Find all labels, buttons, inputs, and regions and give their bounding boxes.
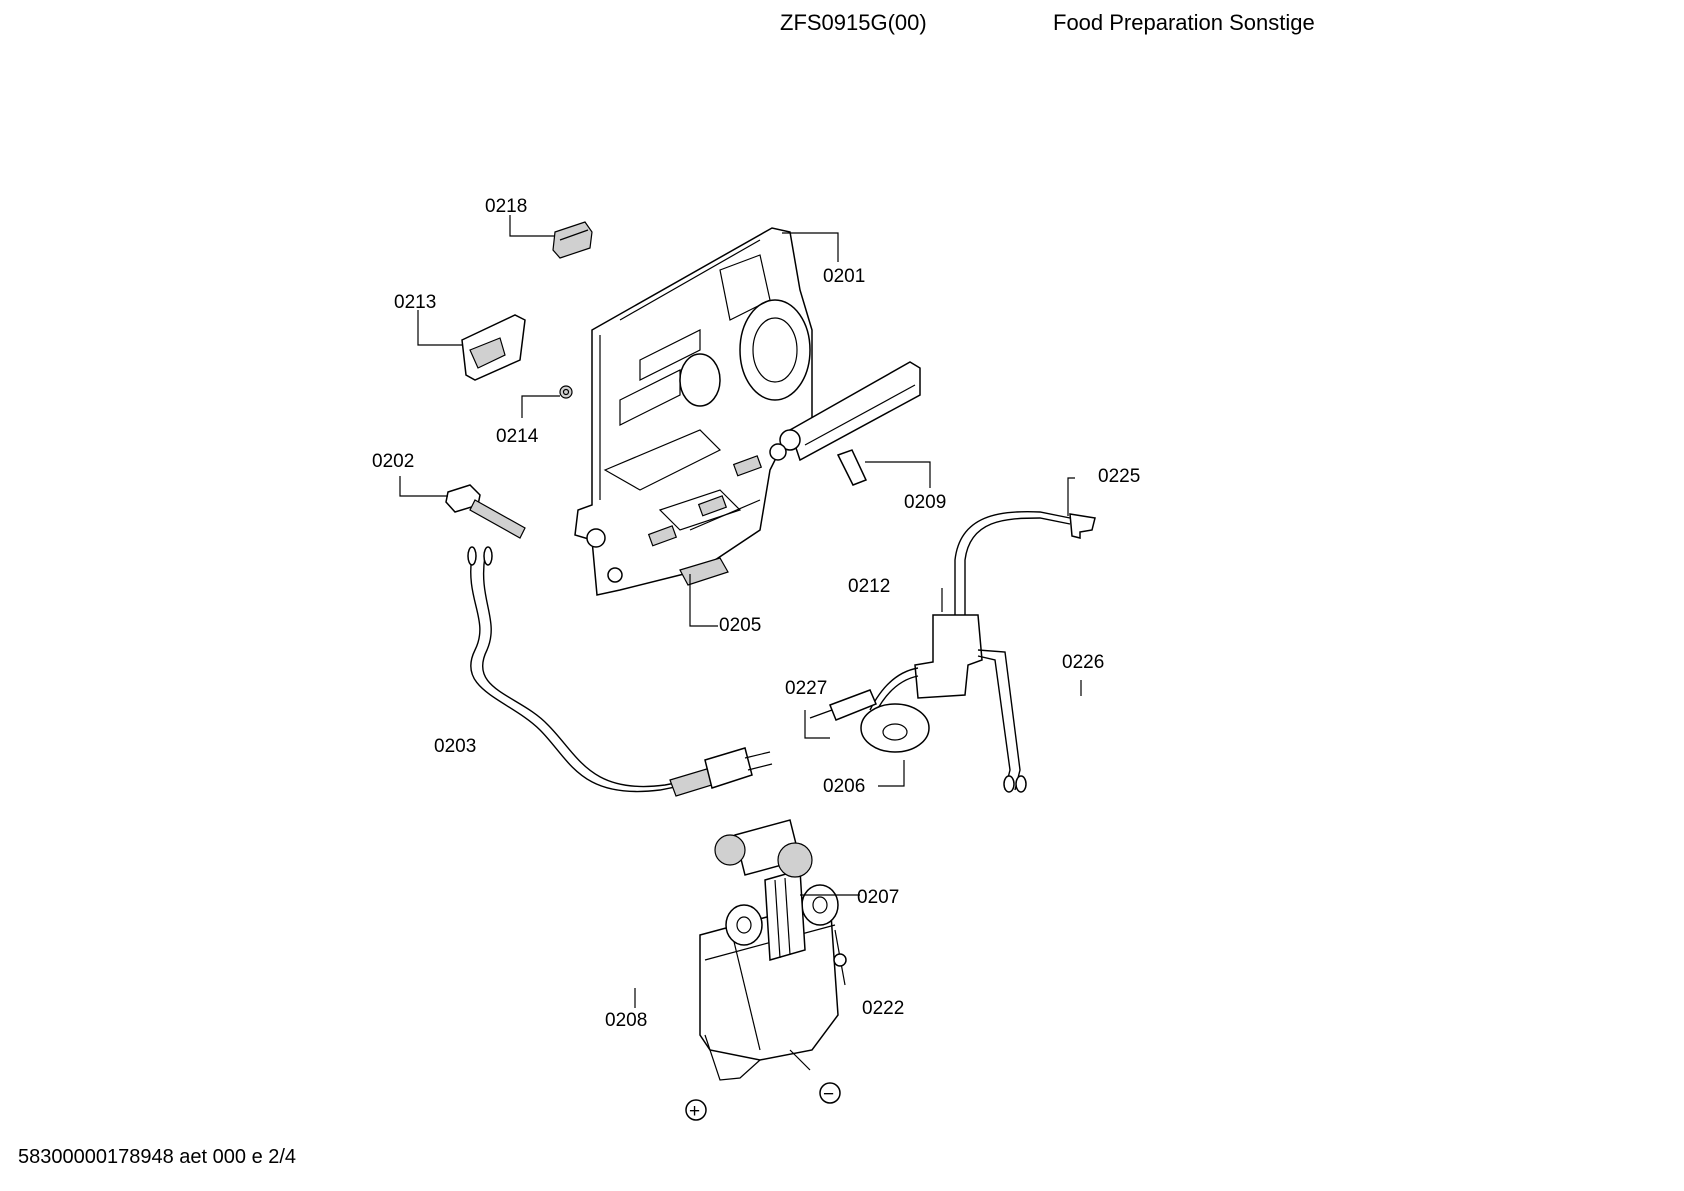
model-number: ZFS0915G(00) bbox=[780, 10, 927, 35]
plus-symbol: + bbox=[689, 1101, 700, 1122]
part-0206-ring bbox=[860, 703, 930, 753]
category-title: Food Preparation Sonstige bbox=[1053, 10, 1315, 35]
label-0218: 0218 bbox=[485, 196, 527, 217]
minus-terminal: − bbox=[819, 1082, 841, 1105]
label-0226: 0226 bbox=[1062, 652, 1104, 673]
label-0208: 0208 bbox=[605, 1010, 647, 1031]
part-0218-clip bbox=[552, 221, 593, 259]
label-0222: 0222 bbox=[862, 998, 904, 1019]
label-0225: 0225 bbox=[1098, 466, 1140, 487]
minus-symbol: − bbox=[823, 1084, 834, 1105]
part-0227-tie bbox=[809, 689, 877, 721]
label-0214: 0214 bbox=[496, 426, 539, 447]
label-0209: 0209 bbox=[904, 492, 946, 513]
label-0205: 0205 bbox=[719, 615, 761, 636]
part-0212-control-block bbox=[869, 510, 1096, 793]
label-0227: 0227 bbox=[785, 678, 827, 699]
part-0202-strain-relief bbox=[445, 484, 526, 539]
part-0205-clip bbox=[679, 557, 729, 586]
label-0203: 0203 bbox=[434, 736, 476, 757]
part-0203-power-cord bbox=[467, 546, 773, 797]
label-0213: 0213 bbox=[394, 292, 436, 313]
label-0202: 0202 bbox=[372, 451, 414, 472]
plus-terminal: + bbox=[685, 1099, 707, 1122]
label-0206: 0206 bbox=[823, 776, 865, 797]
part-0214-nut bbox=[559, 385, 573, 399]
part-motor-assembly bbox=[699, 819, 847, 1081]
part-0209-pin bbox=[836, 449, 868, 486]
label-0207: 0207 bbox=[857, 887, 899, 908]
document-id: 58300000178948 aet 000 e 2/4 bbox=[18, 1146, 297, 1168]
label-0201: 0201 bbox=[823, 266, 865, 287]
leader-lines bbox=[399, 215, 1082, 1008]
part-0213-switch bbox=[461, 314, 526, 381]
housing-panel bbox=[574, 227, 921, 596]
label-0212: 0212 bbox=[848, 576, 890, 597]
